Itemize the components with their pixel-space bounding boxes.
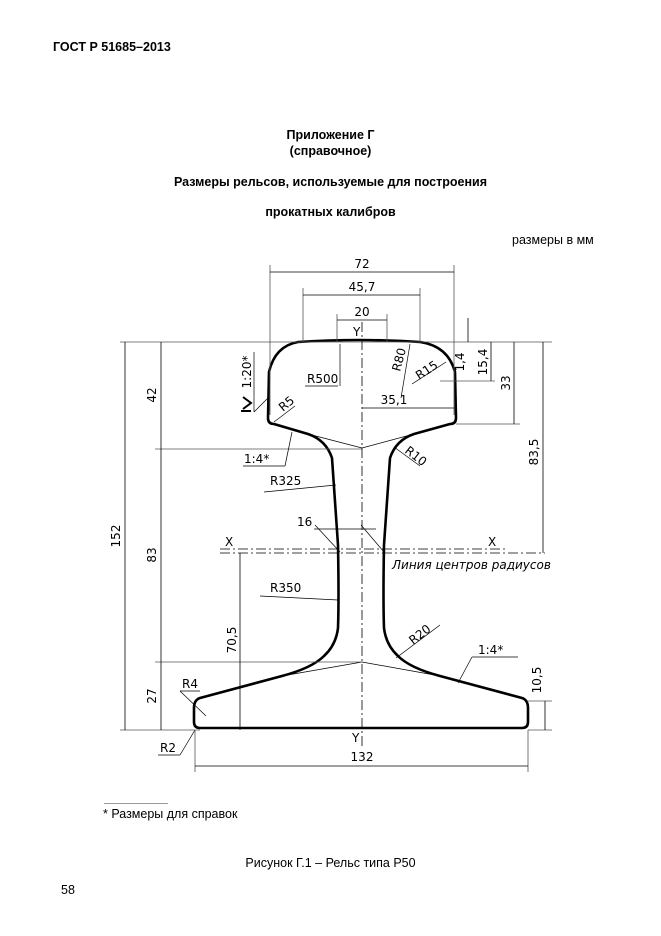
dim-label-70-5: 70,5 (225, 627, 239, 654)
radius-r80: R80 (389, 346, 409, 372)
dim-label-45-7: 45,7 (349, 280, 376, 294)
dim-label-10-5: 10,5 (530, 667, 544, 694)
units-note: размеры в мм (512, 233, 594, 247)
dim-label-33: 33 (499, 375, 513, 390)
dim-label-83: 83 (145, 547, 159, 562)
radius-r10: R10 (402, 443, 429, 469)
slope-1-4-leader (284, 431, 293, 467)
radius-r5: R5 (276, 393, 297, 414)
radius-r500: R500 (307, 372, 338, 386)
radius-r20: R20 (406, 622, 433, 648)
radius-r4: R4 (182, 677, 198, 691)
appendix-heading-line2: прокатных калибров (265, 205, 396, 219)
radius-r325: R325 (270, 474, 301, 488)
r10-leader (393, 446, 421, 467)
slope-1-20-symbol (241, 396, 253, 412)
radius-r350: R350 (270, 581, 301, 595)
footnote-separator (104, 803, 168, 804)
dim-label-27: 27 (145, 688, 159, 703)
dim-label-15-4: 15,4 (476, 349, 490, 376)
r325-leader (263, 484, 337, 493)
dim-label-16: 16 (297, 515, 312, 529)
page-number: 58 (61, 883, 75, 897)
dim-label-20: 20 (354, 305, 369, 319)
centers-line-label: Линия центров радиусов (391, 558, 551, 572)
slope-1-20: 1:20* (240, 356, 254, 389)
dim-label-1-4: 1,4 (453, 352, 467, 371)
footnote: * Размеры для справок (103, 807, 238, 821)
slope-1-20-leader (253, 397, 269, 413)
r15-leader (411, 361, 447, 385)
r5-leader (273, 405, 296, 423)
dim-label-83-5: 83,5 (527, 439, 541, 466)
appendix-subtitle: (справочное) (289, 144, 372, 158)
r350-leader (259, 595, 339, 601)
appendix-heading-line1: Размеры рельсов, используемые для постро… (173, 175, 488, 189)
figure-caption: Рисунок Г.1 – Рельс типа Р50 (245, 856, 416, 870)
r80-leader (400, 343, 411, 399)
dim-label-132: 132 (351, 750, 374, 764)
radius-r15: R15 (413, 358, 440, 383)
slope-base-leader (457, 656, 473, 684)
r2-leader (179, 729, 196, 756)
dim-label-72: 72 (354, 257, 369, 271)
x-axis-label-left: X (225, 535, 233, 549)
appendix-title: Приложение Г (286, 128, 375, 142)
radius-r2: R2 (160, 741, 176, 755)
dim-label-35-1: 35,1 (381, 393, 408, 407)
slope-head-under: 1:4* (244, 452, 269, 466)
dim-label-42: 42 (145, 387, 159, 402)
slope-base-top: 1:4* (478, 643, 503, 657)
dim-16-ext-right (360, 524, 385, 553)
standard-number: ГОСТ Р 51685–2013 (53, 40, 171, 54)
rail-profile-outline (192, 338, 530, 730)
x-axis-label-right: X (488, 535, 496, 549)
dim-label-152: 152 (109, 525, 123, 548)
dim-16-ext-left (314, 524, 341, 553)
y-axis-label-bottom: Y (351, 731, 360, 745)
r20-leader (395, 624, 441, 659)
y-axis-label-top: Y (352, 325, 361, 339)
r4-leader (179, 690, 207, 717)
